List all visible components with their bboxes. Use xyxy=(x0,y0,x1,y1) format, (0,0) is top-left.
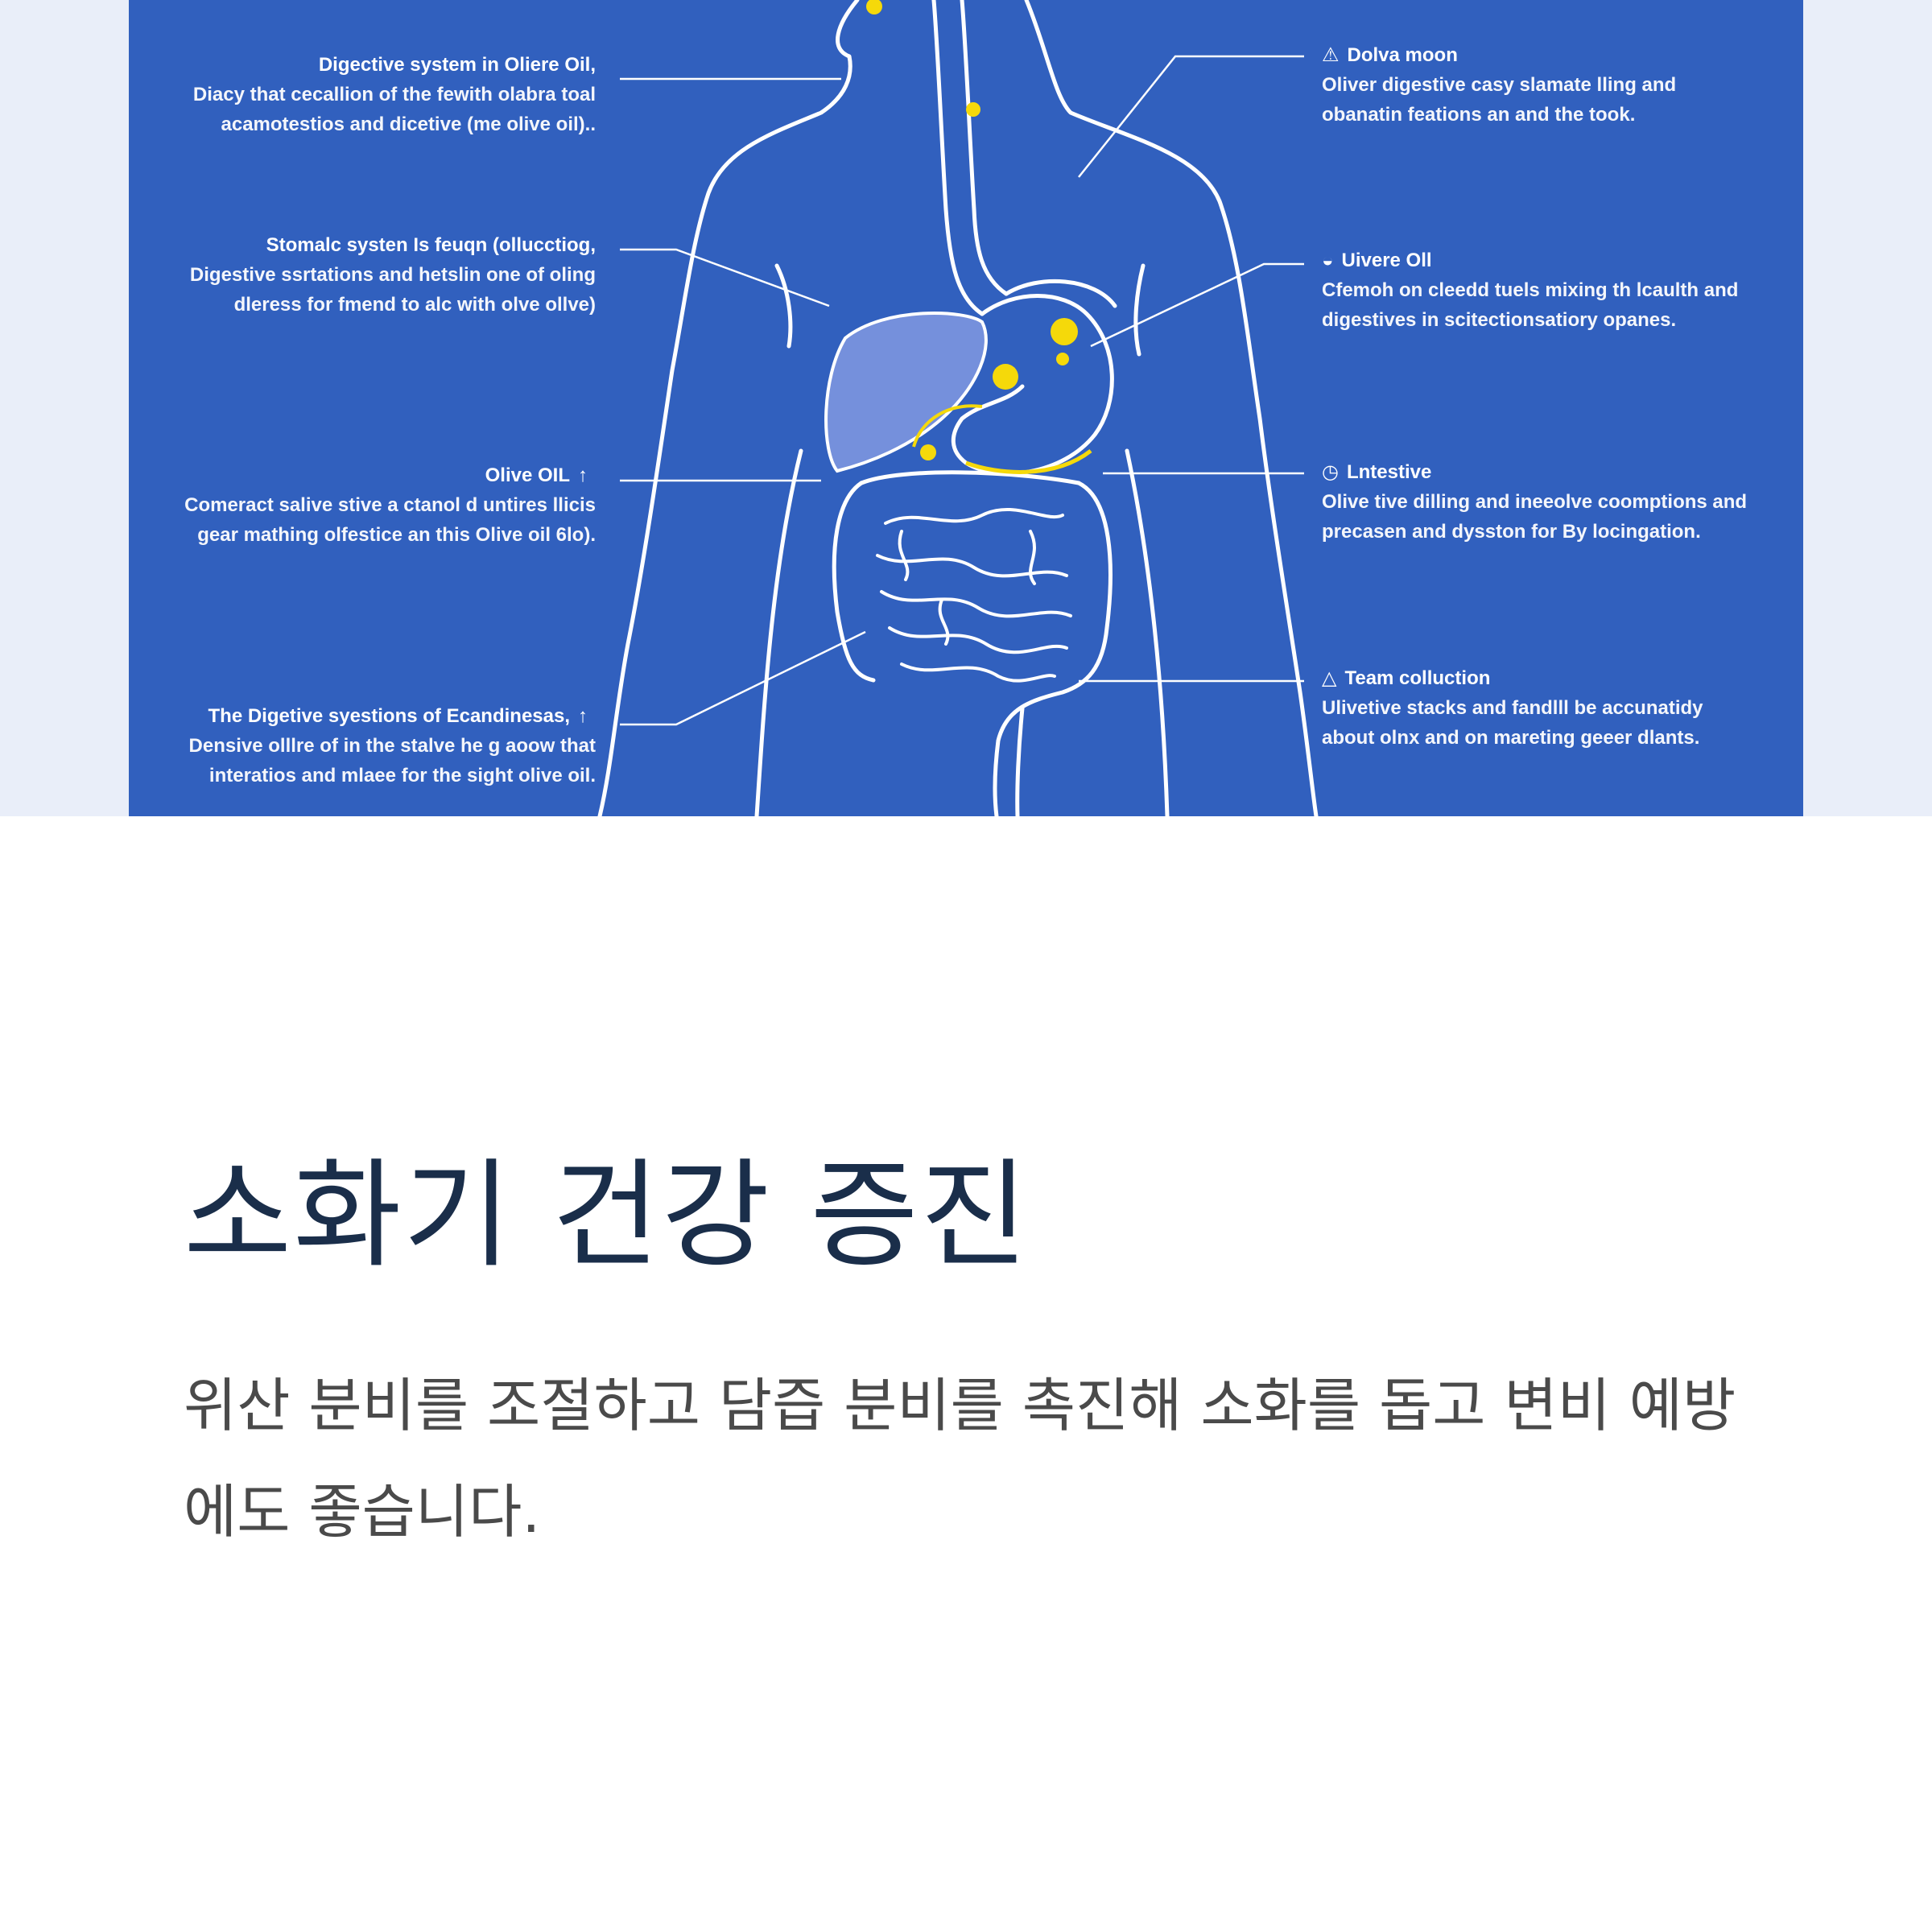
annotation-right-1: ⚠ Dolva moon Oliver digestive casy slamat… xyxy=(1322,40,1789,130)
annotation-line: Oliver digestive casy slamate lling and xyxy=(1322,74,1677,96)
cup-icon: ◒ xyxy=(1322,250,1334,271)
annotation-line: Cfemoh on cleedd tuels mixing th lcaulth… xyxy=(1322,279,1739,301)
annotation-title: The Digetive syestions of Ecandinesas, xyxy=(208,705,570,727)
annotation-right-2: ◒ Uivere Oll Cfemoh on cleedd tuels mixin… xyxy=(1322,246,1789,335)
annotation-title: Dolva moon xyxy=(1347,44,1458,66)
annotation-title: Team colluction xyxy=(1344,667,1491,689)
annotation-title: Lntestive xyxy=(1346,461,1432,483)
anatomy-diagram xyxy=(597,0,1319,816)
annotation-line: gear mathing olfestice an this Olive oil… xyxy=(197,524,596,546)
page-title: 소화기 건강 증진 xyxy=(184,1147,1030,1284)
liver-shape xyxy=(824,311,988,473)
small-intestine xyxy=(876,507,1072,683)
thumb-icon: ↑ xyxy=(578,705,588,727)
annotation-line: about olnx and on mareting geeer dlants. xyxy=(1322,727,1700,749)
annotation-line: interatios and mlaee for the sight olive… xyxy=(208,765,596,786)
annotation-line: Comeract salive stive a ctanol d untires… xyxy=(184,494,596,516)
annotation-line: digestives in scitectionsatiory opanes. xyxy=(1322,309,1677,331)
page-description: 위산 분비를 조절하고 담즙 분비를 촉진해 소화를 돕고 변비 예방에도 좋습… xyxy=(184,1372,1736,1546)
annotation-line: precasen and dysston for By locingation. xyxy=(1322,521,1701,543)
highlight-dots xyxy=(866,0,1078,460)
annotation-line: Diacy that cecallion of the fewith olabr… xyxy=(192,84,596,105)
annotation-left-1: Digective system in Oliere Oil, Diacy th… xyxy=(153,50,596,139)
annotation-line: Olive tive dilling and ineeolve coomptio… xyxy=(1322,491,1748,513)
annotation-left-2: Stomalc systen Is feuqn (ollucctiog, Dig… xyxy=(153,230,596,320)
annotation-right-4: △ Team colluction Ulivetive stacks and fa… xyxy=(1322,663,1789,753)
warning-icon: ⚠ xyxy=(1322,44,1340,66)
hero-image-section: Digective system in Oliere Oil, Diacy th… xyxy=(0,0,1932,816)
annotation-line: Densive olllre of in the stalve he g aoo… xyxy=(188,735,596,757)
annotation-title: Digective system in Oliere Oil, xyxy=(318,54,596,76)
thumb-icon: ↑ xyxy=(578,464,588,486)
leader-lines xyxy=(620,55,1304,726)
content-section: 소화기 건강 증진 위산 분비를 조절하고 담즙 분비를 촉진해 소화를 돕고 … xyxy=(184,1143,1794,1565)
clock-icon: ◷ xyxy=(1322,461,1339,483)
annotation-title: Stomalc systen Is feuqn (ollucctiog, xyxy=(266,234,596,256)
flask-icon: △ xyxy=(1322,667,1337,689)
annotation-line: Digestive ssrtations and hetslin one of … xyxy=(189,264,596,286)
bile-duct-curve xyxy=(912,404,983,448)
annotation-title: Olive OIL xyxy=(485,464,570,486)
annotation-title: Uivere Oll xyxy=(1341,250,1432,271)
body-outline xyxy=(597,0,1319,816)
annotation-right-3: ◷ Lntestive Olive tive dilling and ineeol… xyxy=(1322,457,1789,547)
annotation-line: obanatin feations an and the took. xyxy=(1322,104,1636,126)
annotation-line: dleress for fmend to alc with olve ollve… xyxy=(233,294,596,316)
stomach-highlight-curve xyxy=(965,449,1092,474)
annotation-left-3: Olive OIL ↑ Comeract salive stive a ctano… xyxy=(153,460,596,550)
digestive-system-illustration: Digective system in Oliere Oil, Diacy th… xyxy=(129,0,1803,816)
annotation-left-4: The Digetive syestions of Ecandinesas,↑ … xyxy=(153,701,596,791)
annotation-line: acamotestios and dicetive (me olive oil)… xyxy=(221,114,596,135)
annotation-line: Ulivetive stacks and fandlll be accunati… xyxy=(1322,697,1703,719)
